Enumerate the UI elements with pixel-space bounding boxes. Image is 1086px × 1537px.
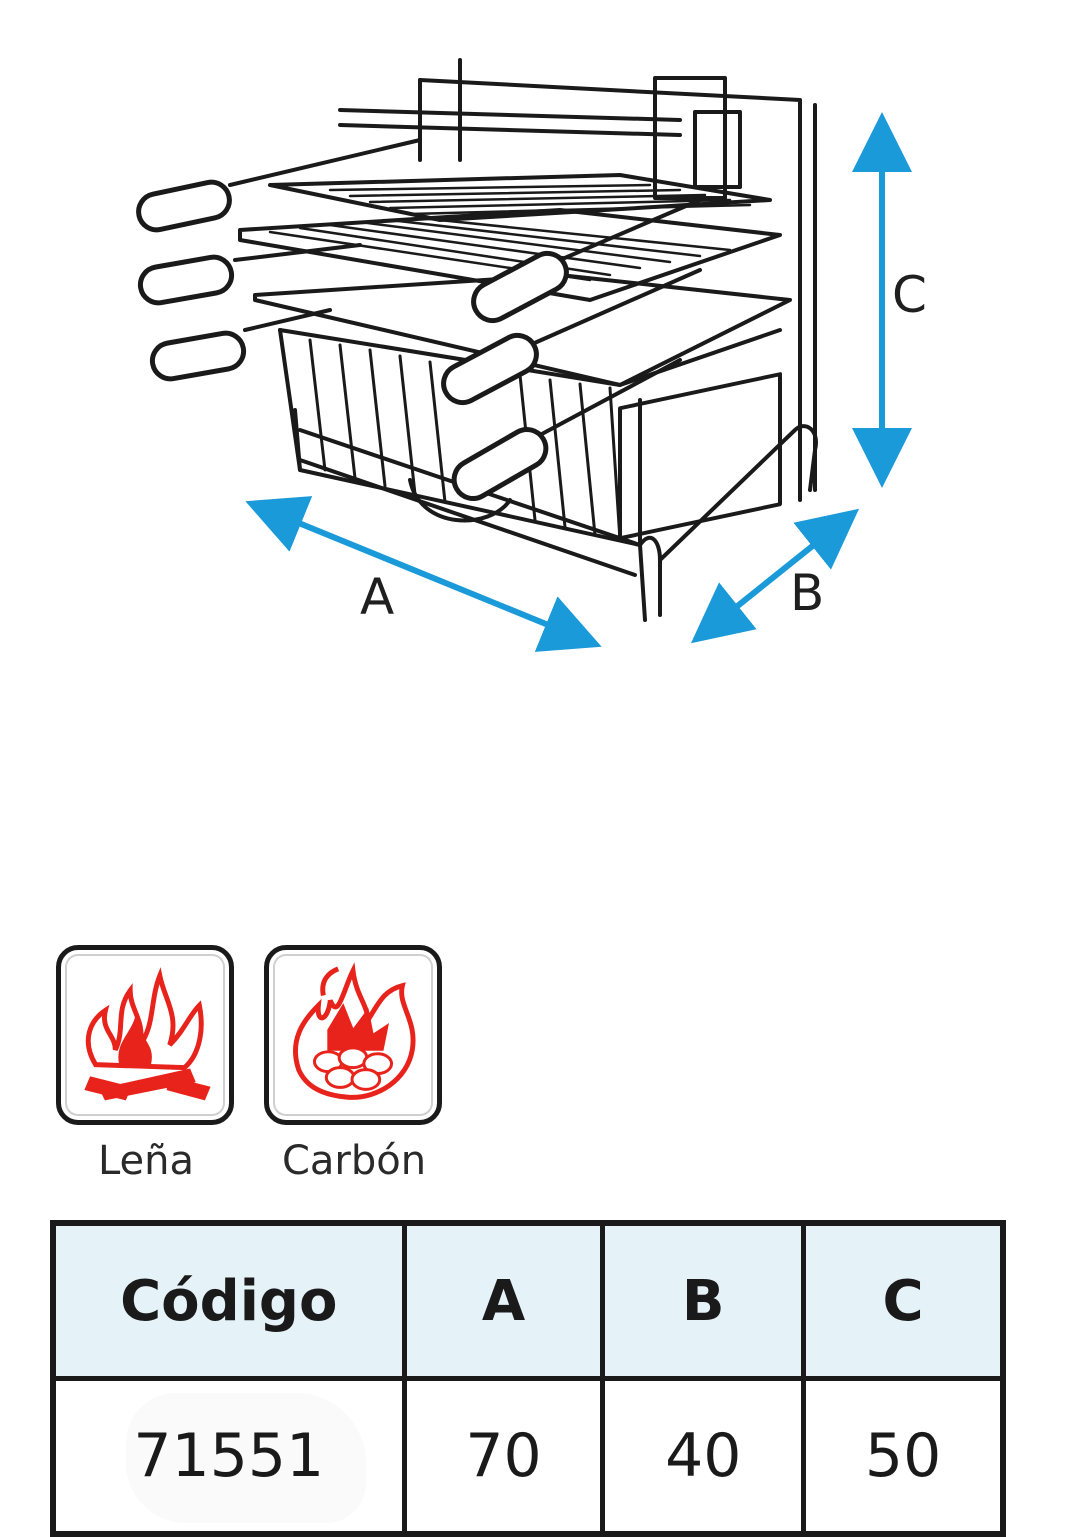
grill-diagram [136,58,912,652]
table-row: 71551 70 40 50 [50,1376,1006,1537]
cell-a: 70 [401,1376,606,1537]
fuel-label-lena: Leña [97,1138,195,1184]
dimension-c-label: C [892,266,927,324]
fuel-label-carbon: Carbón [281,1138,427,1184]
product-code: 71551 [133,1421,325,1491]
wood-fire-icon [56,945,234,1125]
smudge-mark [126,1393,366,1523]
dimension-a-label: A [360,568,395,626]
cell-c: 50 [801,1376,1006,1537]
header-a: A [401,1220,606,1381]
header-b: B [600,1220,807,1381]
spec-table: Código A B C 71551 70 40 50 [50,1220,1006,1537]
charcoal-fire-icon [264,945,442,1125]
header-codigo: Código [50,1220,407,1381]
cell-b: 40 [600,1376,807,1537]
header-c: C [801,1220,1006,1381]
dimension-b-label: B [790,564,825,622]
table-header-row: Código A B C [50,1220,1006,1381]
cell-codigo: 71551 [50,1376,407,1537]
